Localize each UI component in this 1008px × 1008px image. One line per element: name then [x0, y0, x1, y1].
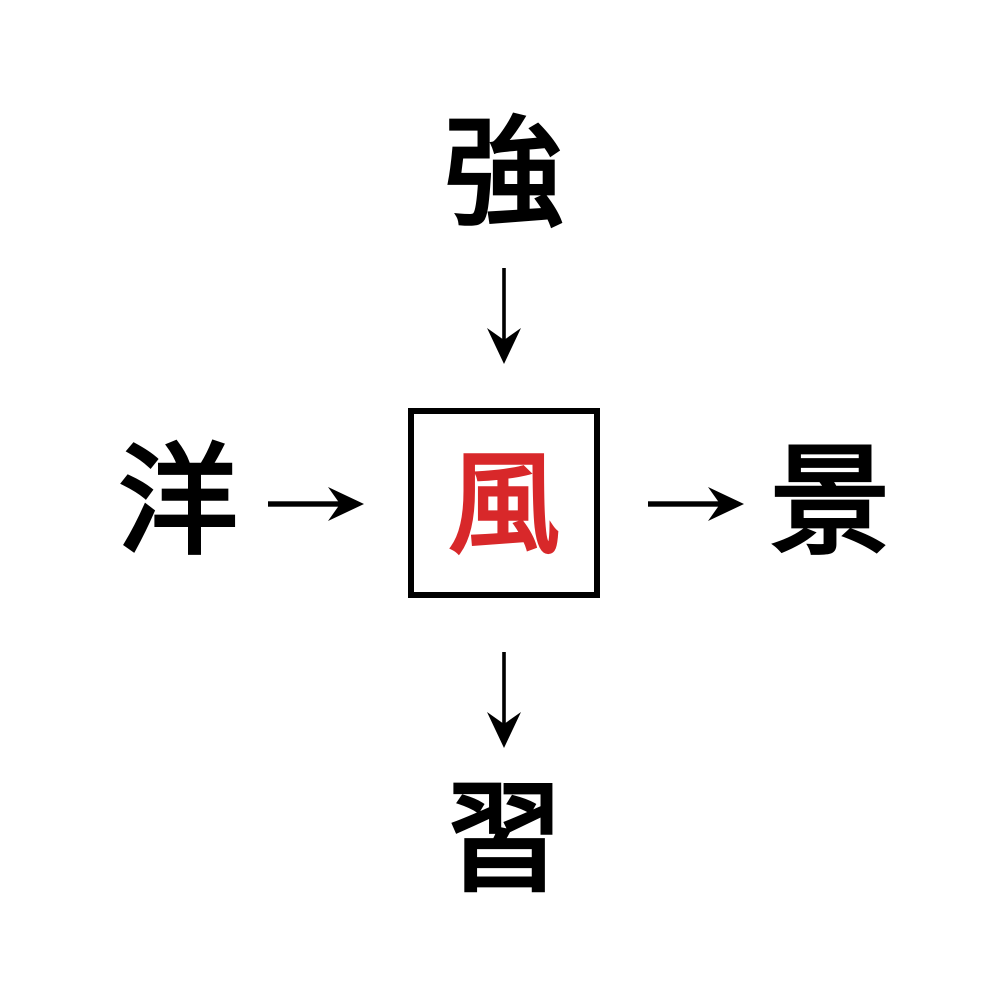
arrow-down-center-to-bottom-icon: [484, 652, 524, 748]
node-top-kanji: 強: [444, 105, 564, 244]
arrow-right-left-to-center-icon: [268, 484, 364, 524]
node-bottom-kanji: 習: [444, 770, 564, 909]
center-node-kanji: 風: [448, 440, 560, 570]
arrow-right-center-to-right-icon: [648, 484, 744, 524]
arrow-down-top-to-center-icon: [484, 268, 524, 364]
node-left-kanji: 洋: [118, 433, 238, 572]
node-right-kanji: 景: [770, 433, 890, 572]
center-node-box: 風: [408, 408, 600, 598]
